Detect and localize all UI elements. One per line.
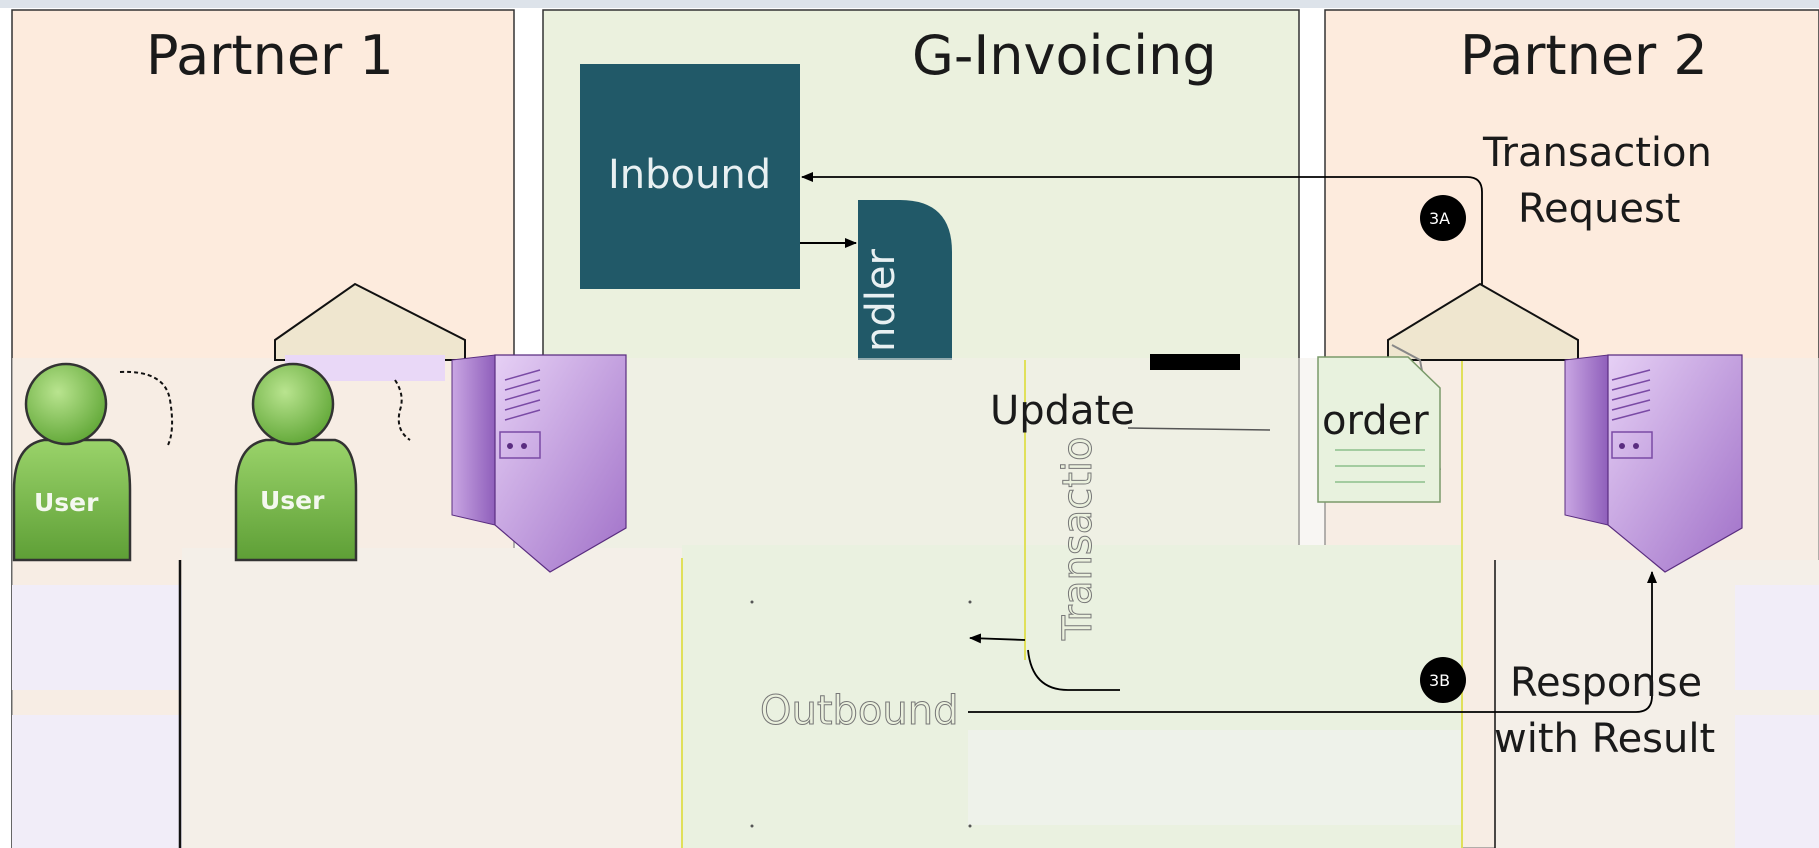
handler-box bbox=[858, 200, 952, 360]
step-3a-badge bbox=[1420, 195, 1466, 241]
update-label: Update bbox=[990, 388, 1135, 434]
black-bar bbox=[1150, 354, 1240, 370]
handler-label: ndler bbox=[858, 249, 904, 352]
server-icon bbox=[451, 354, 627, 573]
transaction-arrow bbox=[969, 633, 1026, 644]
order-label: order bbox=[1322, 398, 1429, 444]
user-icon bbox=[234, 362, 358, 562]
step-3b-line1: Response bbox=[1510, 660, 1703, 706]
inbound-label: Inbound bbox=[608, 152, 772, 198]
step-3a-line2: Request bbox=[1518, 186, 1681, 232]
partner1-title: Partner 1 bbox=[146, 24, 394, 87]
partner2-title: Partner 2 bbox=[1460, 24, 1708, 87]
step-3b-badge-label: 3B bbox=[1429, 671, 1451, 690]
response-arrow bbox=[968, 571, 1657, 713]
step-3b-badge bbox=[1420, 657, 1466, 703]
user1-label: User bbox=[34, 488, 99, 517]
ginvoicing-title: G-Invoicing bbox=[912, 24, 1217, 87]
transaction-label: Transactio bbox=[1055, 436, 1102, 640]
document-icon bbox=[1317, 356, 1441, 503]
step-3a-badge-label: 3A bbox=[1429, 209, 1451, 228]
update-line bbox=[1127, 427, 1271, 431]
step-3a-line1: Transaction bbox=[1483, 130, 1712, 176]
user2-label: User bbox=[260, 486, 325, 515]
user-icon bbox=[12, 362, 132, 562]
step-3b-line2: with Result bbox=[1494, 716, 1716, 762]
transaction-request-arrow bbox=[801, 172, 1483, 288]
outbound-label: Outbound bbox=[759, 688, 959, 735]
inbound-box bbox=[580, 64, 800, 289]
server-icon bbox=[1564, 354, 1743, 573]
